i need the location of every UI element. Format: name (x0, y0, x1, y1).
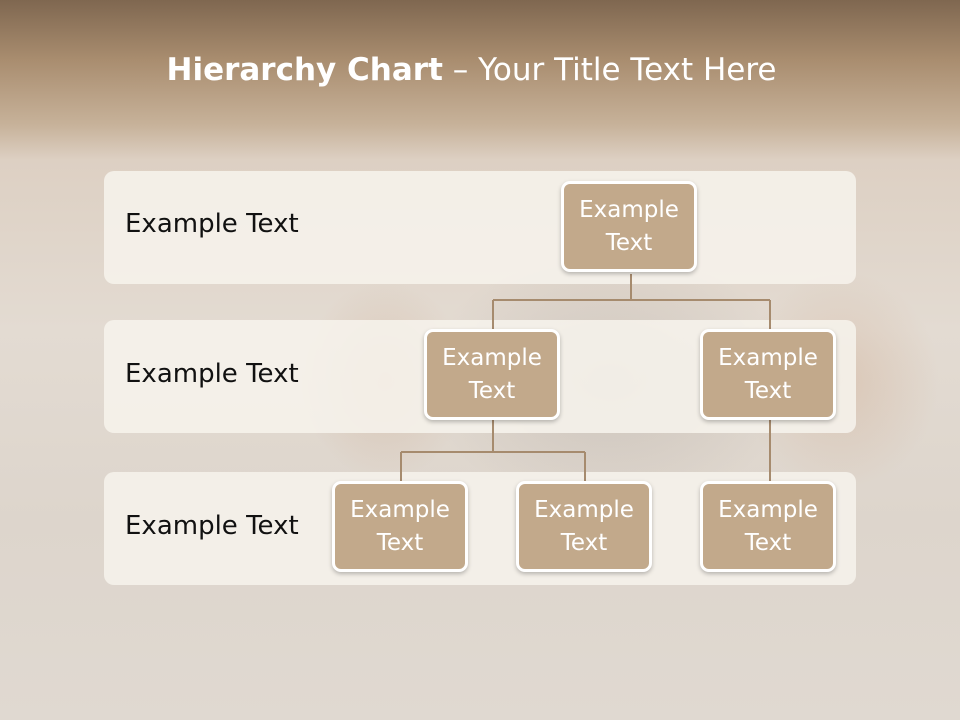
org-node-level2-left: Example Text (424, 329, 560, 420)
connector-root-to-level2 (492, 274, 771, 330)
slide-title: Hierarchy Chart – Your Title Text Here (0, 52, 943, 88)
level-band-1 (104, 171, 856, 284)
connector-left-to-level3 (400, 420, 586, 482)
level-label-3: Example Text (125, 511, 299, 541)
org-node-level3-3: Example Text (700, 481, 836, 572)
org-node-level3-2: Example Text (516, 481, 652, 572)
level-label-1: Example Text (125, 209, 299, 239)
org-node-level3-1: Example Text (332, 481, 468, 572)
org-node-root: Example Text (561, 181, 697, 272)
org-node-level2-right: Example Text (700, 329, 836, 420)
title-rest: – Your Title Text Here (442, 52, 777, 88)
level-label-2: Example Text (125, 359, 299, 389)
title-bold: Hierarchy Chart (166, 52, 443, 88)
